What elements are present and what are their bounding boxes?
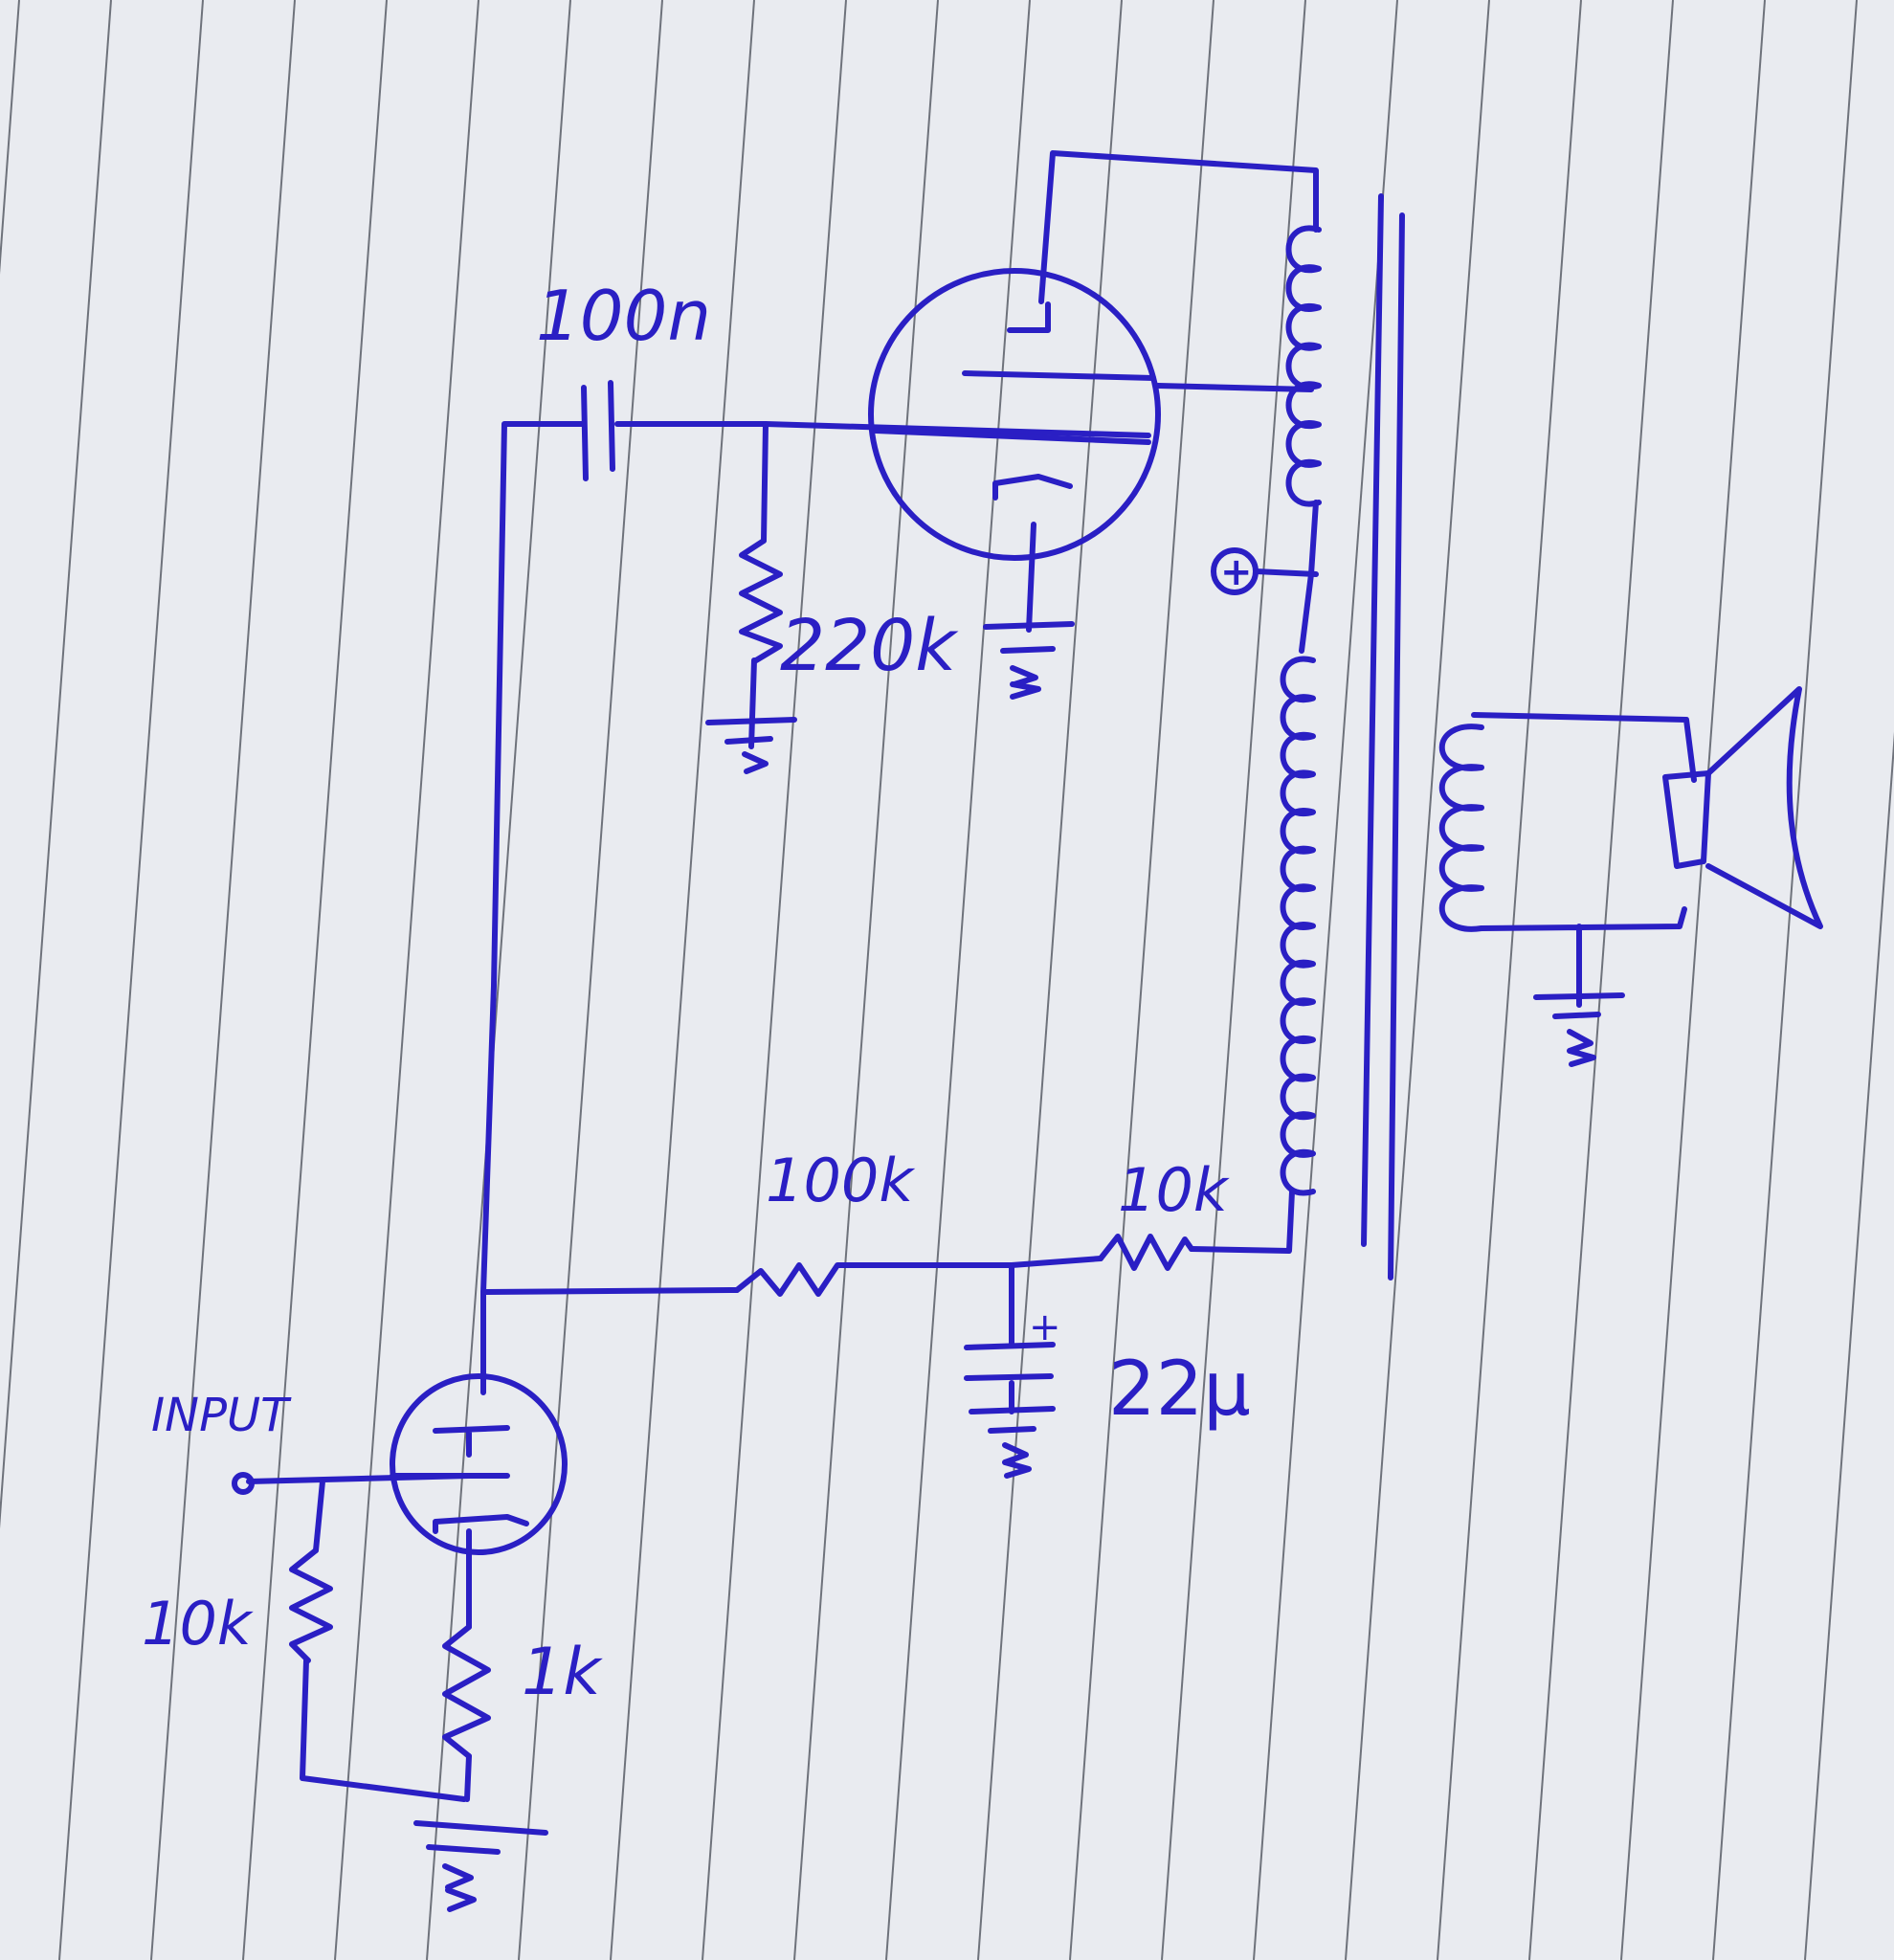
ruled-line (977, 0, 1123, 1960)
ruled-line (0, 0, 112, 1529)
supply-marker: + (1211, 547, 1319, 595)
ruled-line (1161, 0, 1306, 1960)
ground-icon (413, 1820, 548, 1912)
ruled-line (242, 0, 388, 1960)
ground-icon (983, 621, 1075, 700)
ruled-line (702, 0, 847, 1960)
output-triode (868, 268, 1161, 561)
wire-output-cathode (1026, 522, 1036, 633)
ruled-line (1712, 0, 1858, 1960)
filter-cap-label: 22µ (1108, 1347, 1251, 1433)
transformer-core (1361, 193, 1405, 1281)
ruled-line (793, 0, 939, 1960)
cathode-resistor-label: 1k (522, 1635, 603, 1710)
ruled-line (426, 0, 571, 1960)
cathode-resistor (442, 1624, 491, 1759)
ruled-line (1804, 731, 1894, 1960)
coupling-capacitor (581, 380, 615, 481)
ruled-line (334, 0, 479, 1960)
transformer-secondary (1438, 724, 1484, 932)
plate-resistor-label: 100k (766, 1146, 915, 1215)
filter-capacitor: + (964, 1305, 1061, 1381)
wire-grid-resistor (748, 421, 769, 749)
ruled-line (1069, 0, 1214, 1960)
wire-plate-to-coupling (480, 421, 587, 1295)
ruled-line (518, 0, 663, 1960)
ruled-line (1345, 0, 1490, 1960)
wiring (246, 150, 1319, 1802)
transformer-primary-upper (1285, 225, 1322, 507)
svg-text:+: + (1029, 1305, 1061, 1349)
input-label: INPUT (151, 1389, 292, 1442)
triode-icon (390, 1373, 568, 1555)
ruled-line (1253, 0, 1398, 1960)
filter-resistor (1098, 1234, 1194, 1271)
transformer-primary-lower (1280, 656, 1316, 1196)
input-resistor (289, 1548, 333, 1663)
ruled-line (1437, 0, 1582, 1960)
wire-secondary (1471, 712, 1697, 1008)
loudspeaker-icon (1662, 686, 1823, 929)
ruled-line (150, 0, 296, 1960)
ground-icon (1533, 992, 1625, 1067)
ruled-line (1528, 0, 1674, 1960)
filter-resistor-label: 10k (1118, 1155, 1230, 1225)
input-resistor-label: 10k (142, 1589, 254, 1659)
ruled-line (58, 0, 204, 1960)
ruled-line (1620, 0, 1766, 1960)
wire-input (246, 1289, 486, 1802)
ground-icon (969, 1406, 1056, 1479)
input-triode (390, 1373, 568, 1555)
plate-resistor (734, 1262, 864, 1297)
ruled-line (610, 0, 755, 1960)
input-terminal[interactable] (232, 1472, 255, 1495)
svg-text:+: + (1220, 550, 1253, 594)
coupling-cap-label: 100n (536, 276, 711, 356)
ground-icon (705, 717, 797, 774)
wire-output-plate (1038, 150, 1319, 392)
triode-icon (868, 268, 1161, 561)
ruled-line (885, 0, 1031, 1960)
grid-resistor-label: 220k (780, 605, 959, 687)
grid-resistor (739, 538, 783, 663)
